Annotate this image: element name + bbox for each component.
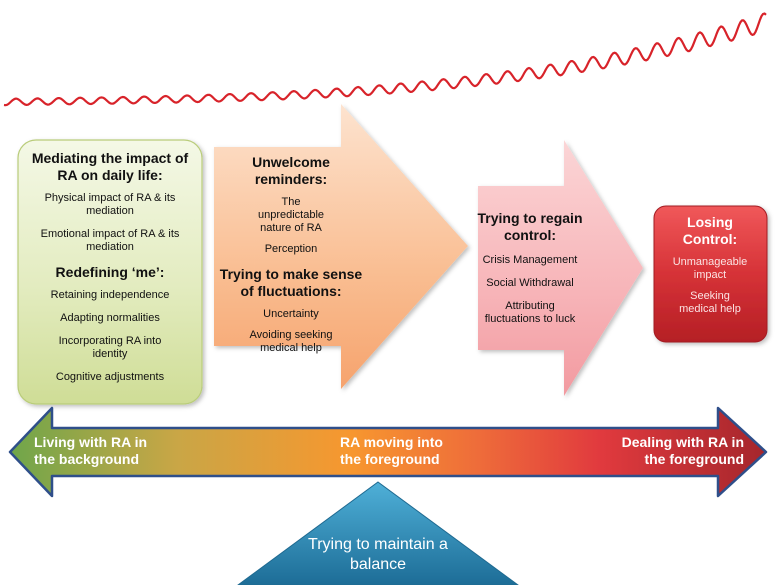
green-box-shape: [17, 139, 203, 405]
pink-arrow-item-2: Social Withdrawal: [486, 277, 574, 289]
orange-arrow-shape: [214, 104, 468, 389]
green-box-subitem-1: Retaining independence: [50, 289, 170, 301]
pink-arrow-title: Trying to regain control:: [477, 210, 583, 243]
pink-arrow: Trying to regain control: Crisis Managem…: [476, 210, 584, 326]
orange-arrow: Unwelcome reminders: The unpredictable n…: [218, 154, 364, 355]
pink-arrow-item-3: Attributing fluctuations to luck: [484, 300, 576, 325]
balance-triangle-shape: [237, 481, 519, 585]
green-box: Mediating the impact of RA on daily life…: [18, 140, 202, 404]
green-box-subtitle: Redefining ‘me’:: [55, 264, 165, 280]
pink-arrow-shape: [478, 140, 643, 396]
orange-arrow-title: Unwelcome reminders:: [252, 154, 330, 187]
double-arrow-shape: [8, 406, 768, 498]
fluctuation-wave: [3, 12, 767, 107]
red-box-item-2: Seeking medical help: [679, 290, 741, 315]
orange-arrow-item-2: Perception: [264, 243, 318, 255]
arrow-label-center: RA moving into the foreground: [340, 434, 443, 467]
pink-arrow-item-1: Crisis Management: [482, 254, 578, 266]
green-box-item-1: Physical impact of RA & its mediation: [44, 192, 176, 217]
green-box-item-2: Emotional impact of RA & its mediation: [40, 228, 180, 253]
balance-label: Trying to maintain a balance: [308, 536, 448, 573]
orange-arrow-subitem-2: Avoiding seeking medical help: [249, 329, 333, 354]
arrow-label-right: Dealing with RA in the foreground: [621, 434, 744, 467]
red-box-title: Losing Control:: [682, 214, 738, 247]
arrow-label-left: Living with RA in the background: [34, 434, 148, 467]
red-box-shape: [653, 205, 768, 343]
orange-arrow-subitem-1: Uncertainty: [263, 308, 319, 320]
red-box: Losing Control: Unmanageable impact Seek…: [656, 214, 764, 316]
green-box-subitem-2: Adapting normalities: [60, 312, 160, 324]
green-box-subitem-3: Incorporating RA into identity: [58, 335, 162, 360]
green-box-subitem-4: Cognitive adjustments: [55, 371, 165, 383]
orange-arrow-item-1: The unpredictable nature of RA: [257, 196, 325, 234]
orange-arrow-subtitle: Trying to make sense of fluctuations:: [219, 266, 363, 299]
red-box-item-1: Unmanageable impact: [672, 256, 748, 281]
green-box-title: Mediating the impact of RA on daily life…: [31, 150, 189, 183]
